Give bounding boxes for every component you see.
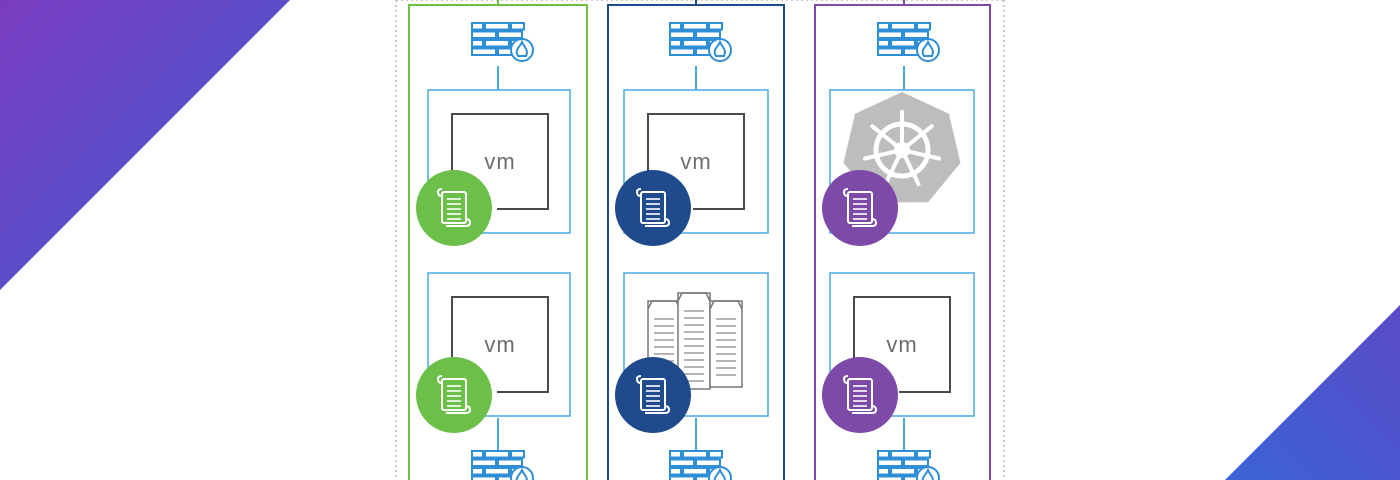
scroll-icon bbox=[635, 375, 671, 414]
segment-column: vm vm bbox=[408, 0, 588, 480]
policy-badge bbox=[822, 357, 898, 433]
workload-box: vm bbox=[822, 272, 975, 433]
vm-icon: vm bbox=[451, 113, 549, 210]
scroll-icon bbox=[436, 375, 472, 414]
policy-badge bbox=[822, 170, 898, 246]
workload-box bbox=[822, 89, 975, 246]
segment-column: vm bbox=[607, 0, 785, 480]
vm-label: vm bbox=[484, 149, 515, 174]
firewall-icon bbox=[669, 450, 732, 480]
left-gradient-shape bbox=[0, 0, 290, 290]
firewall-icon bbox=[877, 450, 940, 480]
firewall-icon bbox=[877, 22, 940, 62]
segment-column: vm bbox=[814, 0, 991, 480]
scroll-icon bbox=[436, 188, 472, 227]
workload-box: vm bbox=[615, 89, 769, 246]
vm-icon: vm bbox=[647, 113, 745, 210]
firewall-icon bbox=[471, 22, 534, 62]
policy-badge bbox=[615, 170, 691, 246]
workload-box: vm bbox=[416, 272, 571, 433]
policy-badge bbox=[416, 357, 492, 433]
firewall-icon bbox=[471, 450, 534, 480]
vm-label: vm bbox=[484, 332, 515, 357]
vm-icon: vm bbox=[451, 296, 549, 393]
vm-label: vm bbox=[886, 332, 917, 357]
scroll-icon bbox=[635, 188, 671, 227]
policy-badge bbox=[615, 357, 691, 433]
workload-box bbox=[615, 272, 769, 433]
columns-layer: vm vm vm vm bbox=[408, 0, 991, 480]
scroll-icon bbox=[842, 375, 878, 414]
vm-icon: vm bbox=[853, 296, 951, 393]
segment-border bbox=[814, 4, 991, 480]
vm-label: vm bbox=[680, 149, 711, 174]
right-gradient-shape bbox=[1225, 305, 1400, 480]
policy-badge bbox=[416, 170, 492, 246]
firewall-icon bbox=[669, 22, 732, 62]
scroll-icon bbox=[842, 188, 878, 227]
workload-box: vm bbox=[416, 89, 571, 246]
